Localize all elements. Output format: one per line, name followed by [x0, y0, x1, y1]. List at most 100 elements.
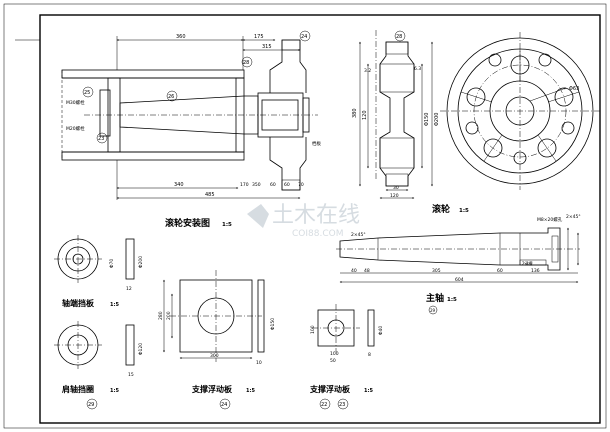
watermark: 土木在线 COI88.COM	[247, 203, 360, 239]
watermark-sub: COI88.COM	[292, 229, 343, 239]
support-plate-2-view: 100 100 50 Φ40 8 支撑浮动板 1:5 22 23	[309, 304, 384, 410]
main-shaft-view: 2×45° 2×45° M8×20螺孔 2键槽 40 48 305 60 136…	[336, 214, 581, 315]
watermark-logo	[247, 204, 269, 228]
dim-30: 30	[393, 185, 399, 191]
dim-phi150-sp1: Φ150	[270, 318, 276, 330]
svg-text:28: 28	[243, 60, 249, 66]
svg-text:28: 28	[396, 34, 402, 40]
dim-12: 12	[126, 286, 132, 292]
callout-bearing	[86, 398, 98, 410]
dim-305: 305	[432, 268, 441, 274]
title-support-plate-2: 支撑浮动板	[309, 384, 351, 394]
dim-280: 280	[158, 311, 164, 320]
watermark-main: 土木在线	[272, 203, 360, 228]
outer-frame	[3, 3, 607, 429]
svg-text:29: 29	[430, 308, 436, 313]
scale-main-shaft: 1:5	[447, 297, 457, 303]
svg-text:70: 70	[298, 182, 304, 188]
chamfer-left: 2×45°	[351, 232, 366, 238]
svg-text:23: 23	[339, 402, 345, 408]
bearing-plate-view: Φ120 15 肩轴挡圈 1:5 29	[54, 321, 144, 410]
callout-shaft	[428, 305, 438, 315]
dim-10: 10	[256, 360, 262, 366]
title-support-plate-1: 支撑浮动板	[191, 384, 233, 394]
roller-section-view: 380 120 Φ150 Φ200 28 3.2 6.3 30 120 滚轮 1…	[352, 30, 469, 215]
svg-text:170: 170	[240, 182, 249, 188]
callout-25	[82, 86, 94, 98]
keyway-note: 2键槽	[522, 260, 533, 266]
shaft-plate-view: Φ70 Φ200 12 轴端挡板 1:5	[54, 235, 144, 308]
dim-315: 315	[262, 44, 272, 50]
dim-604: 604	[455, 277, 464, 283]
support-plate-1-view: 280 200 300 Φ150 10 支撑浮动板 1:5 24	[158, 270, 276, 410]
dim-phi40: Φ40	[378, 326, 384, 335]
callout-23	[96, 132, 108, 144]
dim-phi120: Φ120	[138, 343, 144, 355]
bearing-plate-section	[125, 324, 135, 366]
scale-support-plate-1: 1:5	[246, 388, 255, 394]
callout-28	[241, 56, 253, 68]
title-main-shaft: 主轴	[426, 292, 444, 304]
title-bearing-plate: 肩轴挡圈	[62, 384, 94, 394]
dim-136: 136	[531, 268, 540, 274]
beam-bottom-flange	[61, 151, 245, 161]
label-m30: M30螺栓	[66, 99, 85, 106]
svg-text:25: 25	[84, 90, 90, 96]
svg-text:26: 26	[168, 94, 174, 100]
callout-support-1	[219, 398, 231, 410]
dim-380: 380	[352, 108, 358, 118]
roller-section-outline	[379, 41, 415, 187]
roller-rim-top	[269, 39, 307, 93]
scale-shaft-plate: 1:5	[110, 302, 119, 308]
svg-text:350: 350	[252, 182, 261, 188]
dim-175: 175	[254, 34, 264, 40]
dim-40: 40	[351, 268, 357, 274]
inner-frame	[39, 14, 601, 424]
shaft-plate-section	[125, 238, 135, 280]
label-plate: 档板	[312, 140, 321, 147]
title-shaft-plate: 轴端挡板	[62, 298, 95, 308]
svg-text:29: 29	[88, 402, 94, 408]
roller-face-view: Φ63	[440, 32, 600, 190]
dim-485: 485	[205, 192, 215, 198]
dim-phi63: Φ63	[569, 86, 579, 92]
roughness-1: 3.2	[364, 68, 371, 74]
roller-install-view: 360 175 315 24 25 26 23 28	[61, 30, 321, 229]
callout-26	[166, 90, 178, 102]
support-plate	[99, 89, 111, 137]
callout-support-2a	[319, 398, 331, 410]
dim-300: 300	[210, 353, 219, 359]
face-spokes	[460, 49, 580, 162]
dim-120-left: 120	[362, 110, 368, 120]
dim-phi150: Φ150	[424, 113, 430, 126]
face-hole	[510, 55, 530, 75]
dim-phi70: Φ70	[109, 259, 115, 268]
scale-roller-install: 1:5	[222, 222, 232, 228]
scale-support-plate-2: 1:5	[364, 388, 373, 394]
dim-60: 60	[497, 268, 503, 274]
callout-24	[299, 30, 311, 42]
svg-text:22: 22	[321, 402, 327, 408]
dim-200-sp1: 200	[166, 311, 172, 320]
svg-text:24: 24	[301, 34, 307, 40]
svg-text:23: 23	[98, 136, 104, 142]
roughness-2: 6.3	[414, 66, 421, 72]
dim-8: 8	[368, 352, 371, 358]
chamfer-right: 2×45°	[566, 214, 581, 220]
dim-100-left-sp2: 100	[310, 325, 316, 334]
label-m20: M20螺栓	[66, 125, 85, 132]
dim-360: 360	[176, 34, 186, 40]
dim-phi200-plate: Φ200	[138, 256, 144, 268]
svg-text:24: 24	[221, 402, 227, 408]
scale-roller: 1:5	[459, 208, 469, 214]
dim-15: 15	[128, 372, 134, 378]
beam-top-flange	[61, 69, 245, 79]
scale-bearing-plate: 1:5	[110, 388, 119, 394]
callout-roller-28	[394, 30, 406, 42]
svg-text:60: 60	[284, 182, 290, 188]
dim-120-bottom: 120	[390, 193, 399, 199]
dim-phi200: Φ200	[434, 113, 440, 126]
dim-340: 340	[174, 182, 184, 188]
dim-50-sp2: 50	[330, 358, 336, 364]
